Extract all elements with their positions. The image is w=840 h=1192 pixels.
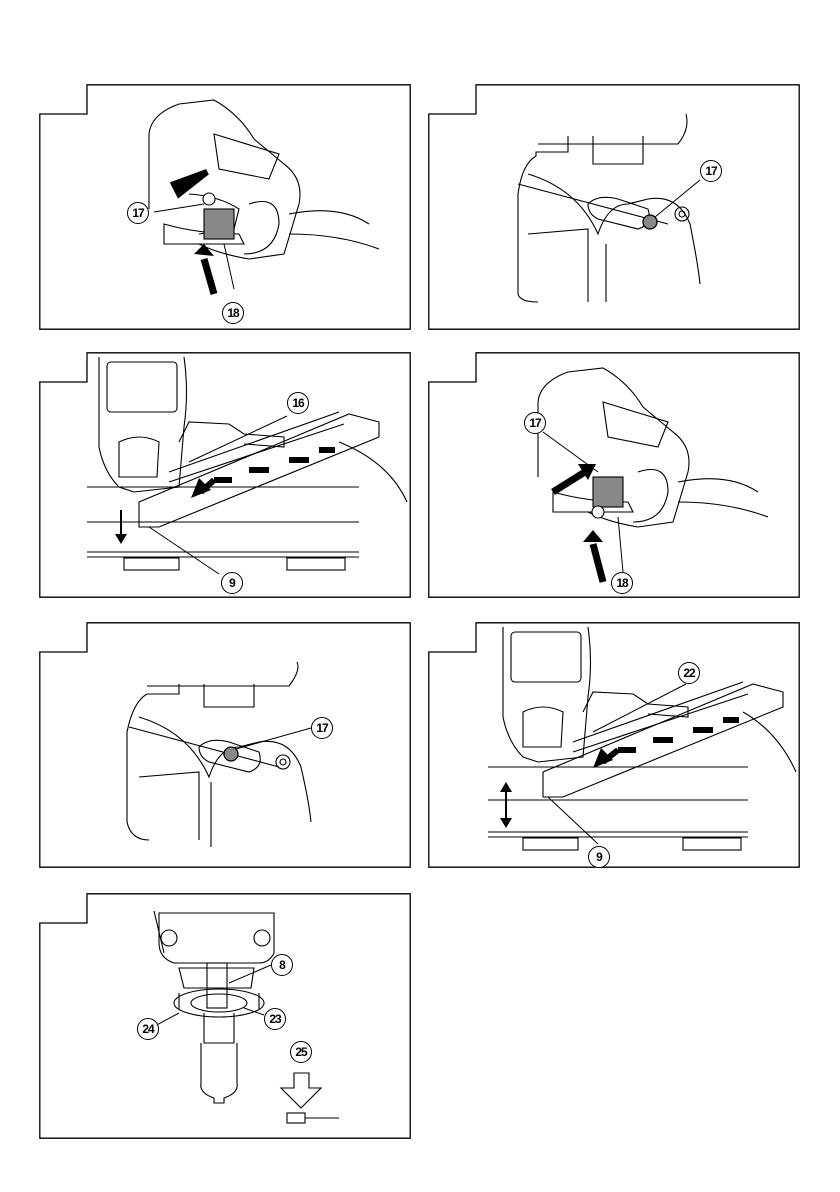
callout-23: 23 <box>264 1008 286 1030</box>
figure-7-drawing <box>39 893 411 1139</box>
figure-3-drawing <box>39 352 411 598</box>
figure-5: 17 <box>39 622 411 868</box>
callout-17: 17 <box>524 412 546 434</box>
figure-5-drawing <box>39 622 411 868</box>
figure-number <box>428 352 474 376</box>
callout-25: 25 <box>290 1041 312 1063</box>
callout-17: 17 <box>127 202 149 224</box>
callout-16: 16 <box>287 392 309 414</box>
figure-number <box>39 84 85 108</box>
callout-8: 8 <box>271 954 293 976</box>
figure-number <box>39 352 85 376</box>
figure-4: 17 18 <box>428 352 800 598</box>
figure-3: 16 9 <box>39 352 411 598</box>
figure-2-drawing <box>428 84 800 330</box>
figure-1: 17 18 <box>39 84 411 330</box>
figure-2: 17 <box>428 84 800 330</box>
figure-number <box>428 84 474 108</box>
callout-22: 22 <box>678 662 700 684</box>
callout-18: 18 <box>611 572 633 594</box>
callout-17: 17 <box>311 717 333 739</box>
figure-4-drawing <box>428 352 800 598</box>
figure-6-drawing <box>428 622 800 868</box>
figure-number <box>39 893 85 917</box>
callout-18: 18 <box>222 302 244 324</box>
figure-6: 22 9 <box>428 622 800 868</box>
figure-7: 8 24 23 25 <box>39 893 411 1139</box>
figure-number <box>39 622 85 646</box>
callout-9: 9 <box>221 572 243 594</box>
figure-1-drawing <box>39 84 411 330</box>
callout-9: 9 <box>588 846 610 868</box>
callout-17: 17 <box>700 160 722 182</box>
callout-24: 24 <box>137 1018 159 1040</box>
figure-number <box>428 622 474 646</box>
